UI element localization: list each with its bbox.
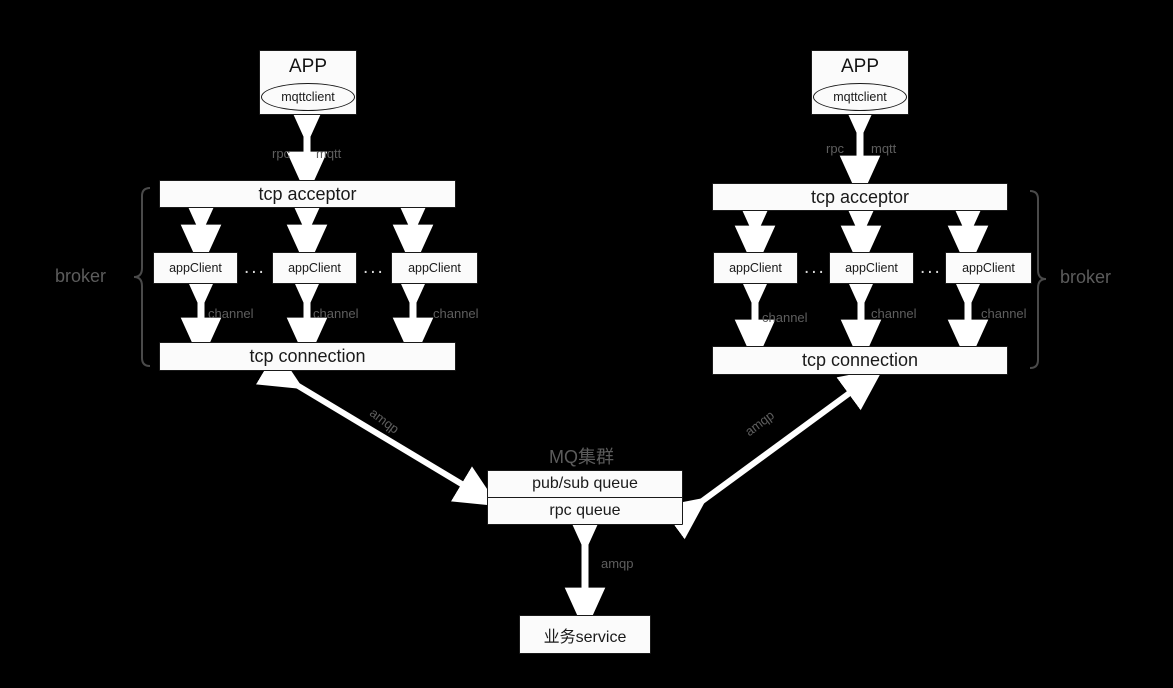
right-appclient-box-2[interactable]: appClient	[829, 252, 914, 284]
arrow-left-amqp-diagonal	[255, 349, 499, 507]
left-tcp-connection-box[interactable]: tcp connection	[159, 342, 456, 371]
arrow-right-amqp-diagonal	[660, 368, 884, 540]
left-broker-label: broker	[55, 266, 107, 286]
right-tcp-acceptor-box[interactable]: tcp acceptor	[712, 183, 1008, 211]
left-channel-label-3: channel	[433, 306, 479, 321]
right-rpc-label: rpc	[826, 141, 845, 156]
left-appclient-box-3[interactable]: appClient	[391, 252, 478, 284]
left-appclient-box-2[interactable]: appClient	[272, 252, 357, 284]
left-broker-brace	[133, 187, 151, 367]
right-broker-brace	[1029, 190, 1047, 369]
mq-rpc-queue-box[interactable]: rpc queue	[487, 497, 683, 525]
right-app-box[interactable]: APP mqttclient	[811, 50, 909, 115]
left-channel-label-2: channel	[313, 306, 359, 321]
left-ellipsis-2: ...	[363, 257, 385, 278]
right-channel-label-3: channel	[981, 306, 1027, 321]
left-app-box[interactable]: APP mqttclient	[259, 50, 357, 115]
left-app-title: APP	[288, 56, 328, 77]
right-channel-label-2: channel	[871, 306, 917, 321]
right-app-title: APP	[840, 56, 880, 77]
right-appclient-box-1[interactable]: appClient	[713, 252, 798, 284]
right-amqp-label: amqp	[742, 407, 778, 439]
arrow-left-acceptor-appclients	[180, 190, 434, 270]
arrow-right-acceptor-appclients	[734, 193, 989, 271]
left-tcp-acceptor-box[interactable]: tcp acceptor	[159, 180, 456, 208]
right-mqttclient-ellipse: mqttclient	[813, 83, 907, 111]
left-channel-label-1: channel	[208, 306, 254, 321]
right-mqtt-label: mqtt	[871, 141, 897, 156]
left-appclient-box-1[interactable]: appClient	[153, 252, 238, 284]
left-mqttclient-ellipse: mqttclient	[261, 83, 355, 111]
left-ellipsis-1: ...	[244, 257, 266, 278]
mq-cluster-label: MQ集群	[549, 447, 614, 467]
right-channel-label-1: channel	[762, 310, 808, 325]
right-ellipsis-2: ...	[920, 257, 942, 278]
right-appclient-box-3[interactable]: appClient	[945, 252, 1032, 284]
mq-pubsub-queue-box[interactable]: pub/sub queue	[487, 470, 683, 498]
right-broker-label: broker	[1060, 267, 1112, 287]
right-tcp-connection-box[interactable]: tcp connection	[712, 346, 1008, 375]
left-rpc-label: rpc	[272, 146, 291, 161]
left-amqp-label: amqp	[366, 405, 402, 437]
left-mqtt-label: mqtt	[316, 146, 342, 161]
mq-amqp-label: amqp	[601, 556, 634, 571]
service-box[interactable]: 业务service	[519, 615, 651, 654]
right-ellipsis-1: ...	[804, 257, 826, 278]
